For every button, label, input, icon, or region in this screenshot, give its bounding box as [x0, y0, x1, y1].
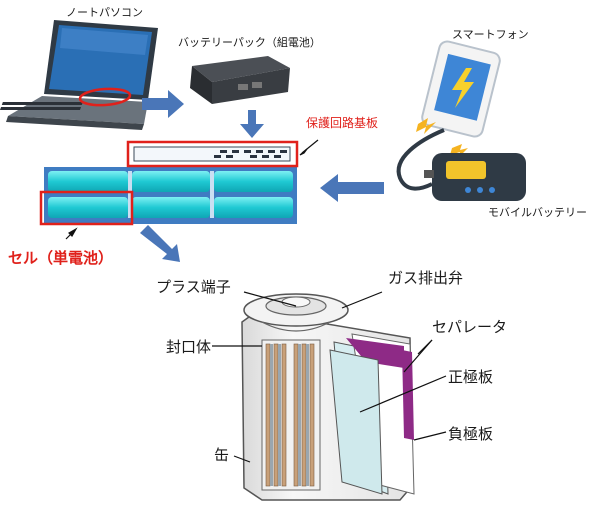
label-cell: セル（単電池） [8, 249, 114, 267]
laptop-battery-highlight [78, 87, 132, 107]
label-can: 缶 [214, 446, 230, 464]
cylindrical-cell-cutaway [241, 293, 415, 501]
smartphone-illustration [421, 40, 501, 138]
cell-highlight [39, 190, 134, 226]
label-smartphone: スマートフォン [452, 28, 529, 41]
pointer-arrows [65, 139, 319, 240]
laptop-illustration [0, 20, 158, 130]
battery-pack-illustration [190, 56, 290, 104]
leader-lines [212, 291, 447, 463]
label-sealing-body: 封口体 [166, 338, 212, 356]
cell-row-bottom [48, 197, 293, 218]
flow-arrows [140, 90, 384, 262]
label-gas-vent: ガス排出弁 [388, 269, 464, 287]
battery-module [44, 167, 297, 224]
protection-board [126, 140, 299, 168]
label-positive-plate: 正極板 [448, 368, 494, 386]
label-negative-plate: 負極板 [448, 425, 494, 443]
label-mobile-battery: モバイルバッテリー [488, 206, 587, 219]
cell-row-top [48, 171, 293, 192]
mobile-battery-illustration [424, 153, 526, 201]
label-battery-pack: バッテリーパック（組電池） [178, 36, 321, 49]
label-plus-terminal: プラス端子 [156, 278, 231, 296]
spark-icon [416, 118, 468, 158]
label-protection-board: 保護回路基板 [306, 116, 379, 130]
charging-cable [396, 128, 445, 191]
label-separator: セパレータ [432, 318, 508, 336]
label-laptop: ノートパソコン [66, 6, 143, 19]
